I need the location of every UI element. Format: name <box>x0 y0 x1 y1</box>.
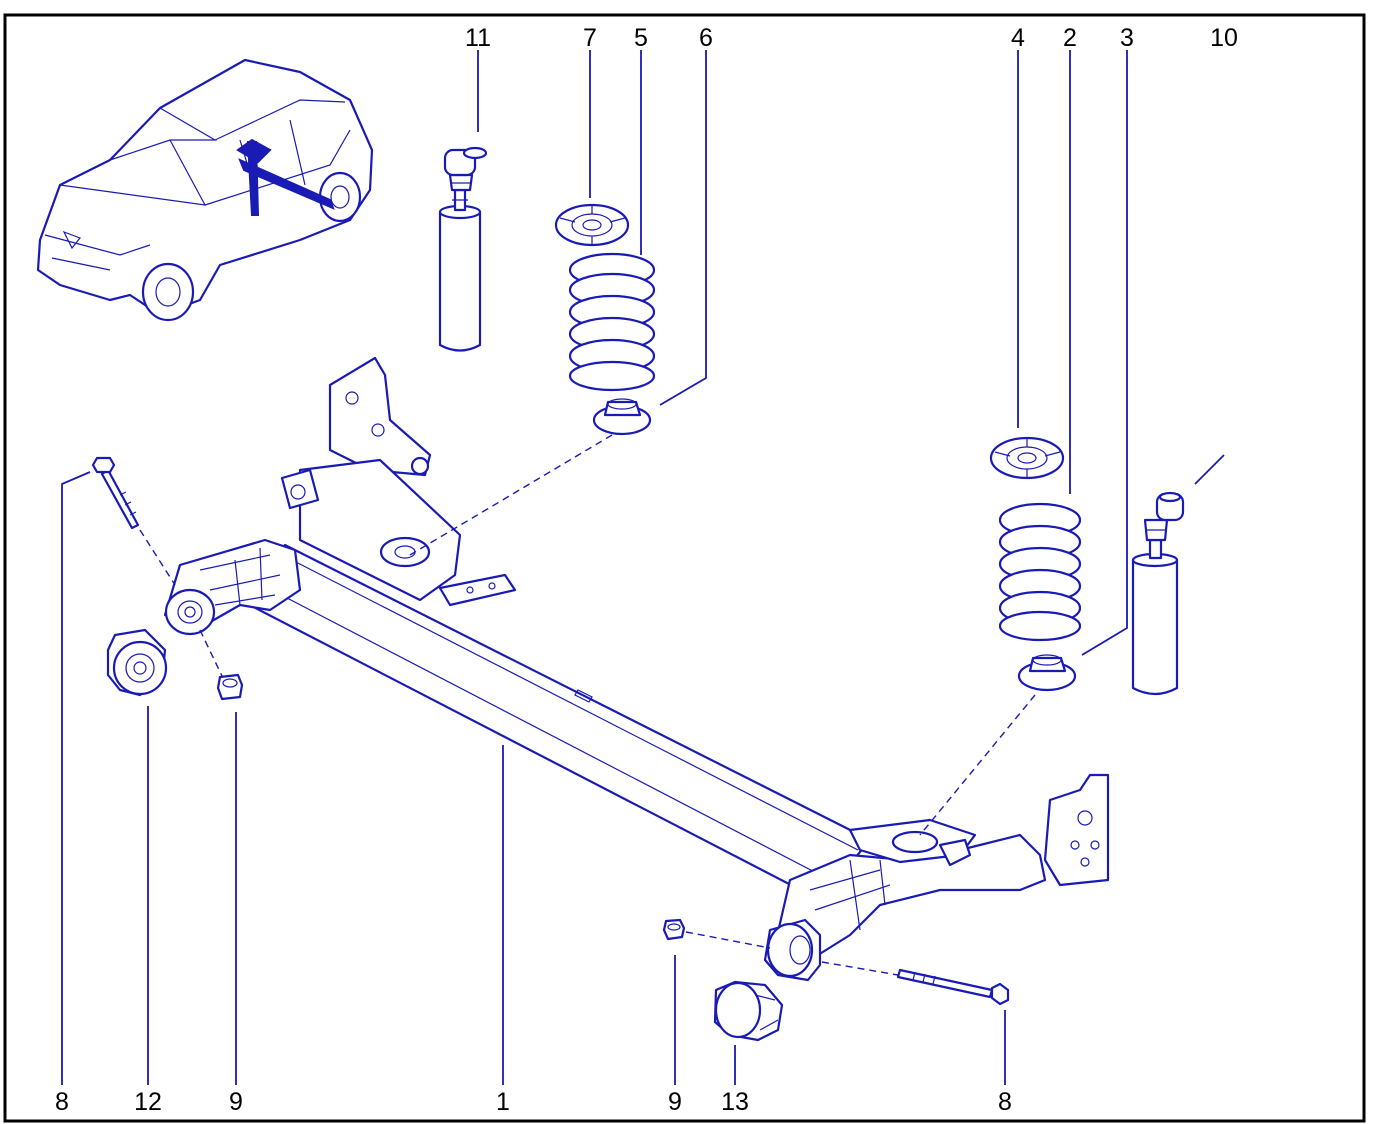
callout-13: 13 <box>721 1088 749 1116</box>
nut-left <box>216 673 244 701</box>
callout-labels: 11 7 5 6 4 2 3 10 8 12 9 1 9 13 8 <box>55 24 1238 1116</box>
bushing-left <box>106 628 168 697</box>
shock-absorber-left <box>438 146 488 352</box>
shock-absorber-right <box>1131 491 1185 696</box>
lower-spring-seat-right <box>1017 654 1077 692</box>
bolt-left <box>91 456 140 530</box>
callout-1: 1 <box>496 1088 510 1116</box>
bolt-right <box>896 968 1010 1006</box>
callout-8-right: 8 <box>998 1088 1012 1116</box>
vehicle-location-thumbnail <box>36 58 374 322</box>
callout-2: 2 <box>1063 24 1077 52</box>
upper-spring-seat-left <box>554 203 630 247</box>
bushing-right <box>713 980 784 1042</box>
upper-spring-seat-right <box>989 436 1065 480</box>
assembly-guide-lines <box>139 434 1036 976</box>
callout-12: 12 <box>134 1088 162 1116</box>
rear-axle-beam <box>163 356 1110 982</box>
callout-7: 7 <box>583 24 597 52</box>
callout-9-left: 9 <box>229 1088 243 1116</box>
callout-9-right: 9 <box>668 1088 682 1116</box>
lower-spring-seat-left <box>592 398 652 436</box>
coil-spring-right <box>998 502 1082 642</box>
nut-right <box>662 918 686 941</box>
callout-3: 3 <box>1120 24 1134 52</box>
callout-6: 6 <box>699 24 713 52</box>
diagram-frame <box>3 13 1366 1123</box>
callout-4: 4 <box>1011 24 1025 52</box>
callout-10: 10 <box>1210 24 1238 52</box>
callout-5: 5 <box>634 24 648 52</box>
callout-11: 11 <box>465 24 491 52</box>
coil-spring-left <box>568 252 656 392</box>
callout-8-left: 8 <box>55 1088 69 1116</box>
callout-leader-lines <box>61 50 1225 1085</box>
